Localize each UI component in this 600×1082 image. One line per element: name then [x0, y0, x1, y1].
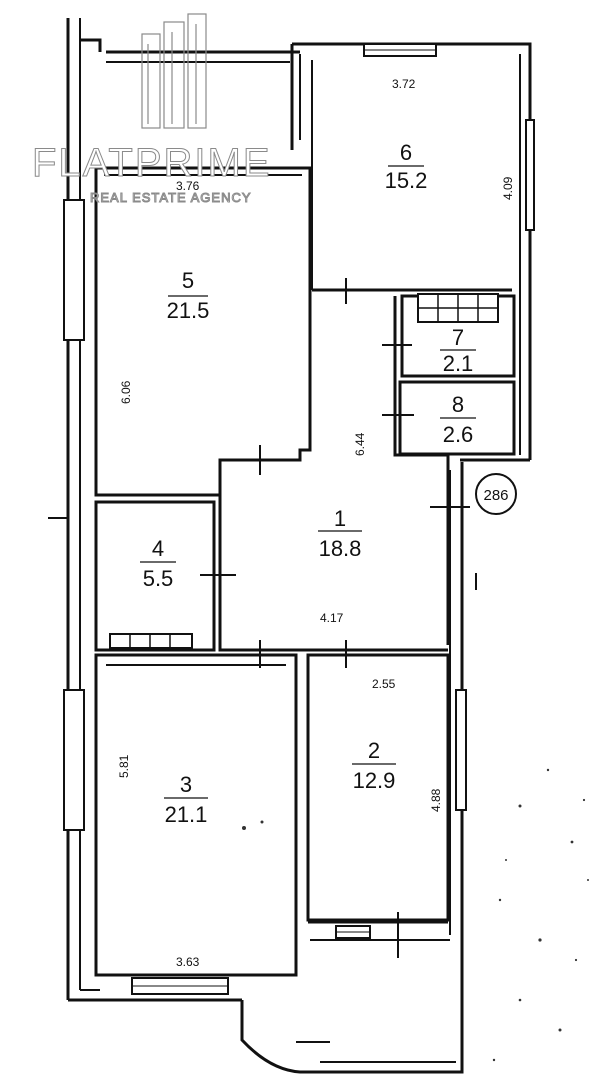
dim-room2-height: 4.88	[429, 788, 443, 812]
dimension-labels: 3.72 4.09 3.76 6.06 6.44 4.17 2.55 4.88 …	[117, 77, 515, 969]
room-1-number: 1	[334, 506, 346, 531]
stamp-number: 286	[483, 487, 508, 504]
dim-room5-height: 6.06	[119, 380, 133, 404]
building-logo	[141, 13, 207, 129]
radiators	[109, 293, 499, 939]
scan-noise	[242, 768, 589, 1062]
room-5-area: 21.5	[167, 298, 210, 323]
window-room6-side	[525, 119, 535, 231]
room-8-area: 2.6	[443, 422, 474, 447]
room-3-number: 3	[180, 772, 192, 797]
dim-room1-width: 4.17	[320, 611, 344, 625]
window-room2-side	[455, 689, 467, 811]
room-7-area: 2.1	[443, 351, 474, 376]
stamp-circle: 286	[475, 473, 517, 515]
room-3-area: 21.1	[165, 802, 208, 827]
room-6-number: 6	[400, 140, 412, 165]
dim-room3-height: 5.81	[117, 754, 131, 778]
room-7-number: 7	[452, 325, 464, 350]
room-2-number: 2	[368, 738, 380, 763]
dim-room2-width: 2.55	[372, 677, 396, 691]
dim-corridor-height: 6.44	[353, 432, 367, 456]
dim-room6-width: 3.72	[392, 77, 416, 91]
room-6-area: 15.2	[385, 168, 428, 193]
radiator-balcony	[335, 925, 371, 939]
window-left-facade-lower	[63, 689, 85, 831]
room-4-number: 4	[152, 536, 164, 561]
watermark-tagline: REAL ESTATE AGENCY	[90, 190, 252, 205]
room-8-number: 8	[452, 392, 464, 417]
room-2-area: 12.9	[353, 768, 396, 793]
room-5-number: 5	[182, 268, 194, 293]
room-1-area: 18.8	[319, 536, 362, 561]
dim-room3-width: 3.63	[176, 955, 200, 969]
radiator-room7	[417, 293, 499, 323]
dim-room5-width: 3.76	[176, 179, 200, 193]
windows	[63, 43, 535, 995]
dim-room6-height: 4.09	[501, 176, 515, 200]
door-markers	[48, 278, 477, 1043]
room-labels: 6 15.2 5 21.5 7 2.1 8 2.6 1 18.8 4 5.5 2…	[140, 140, 476, 827]
agency-watermark: FLATPRIME REAL ESTATE AGENCY	[32, 13, 272, 206]
room-4-area: 5.5	[143, 566, 174, 591]
window-left-facade	[63, 199, 85, 341]
radiator-room4	[109, 633, 193, 649]
watermark-brand: FLATPRIME	[32, 141, 272, 185]
